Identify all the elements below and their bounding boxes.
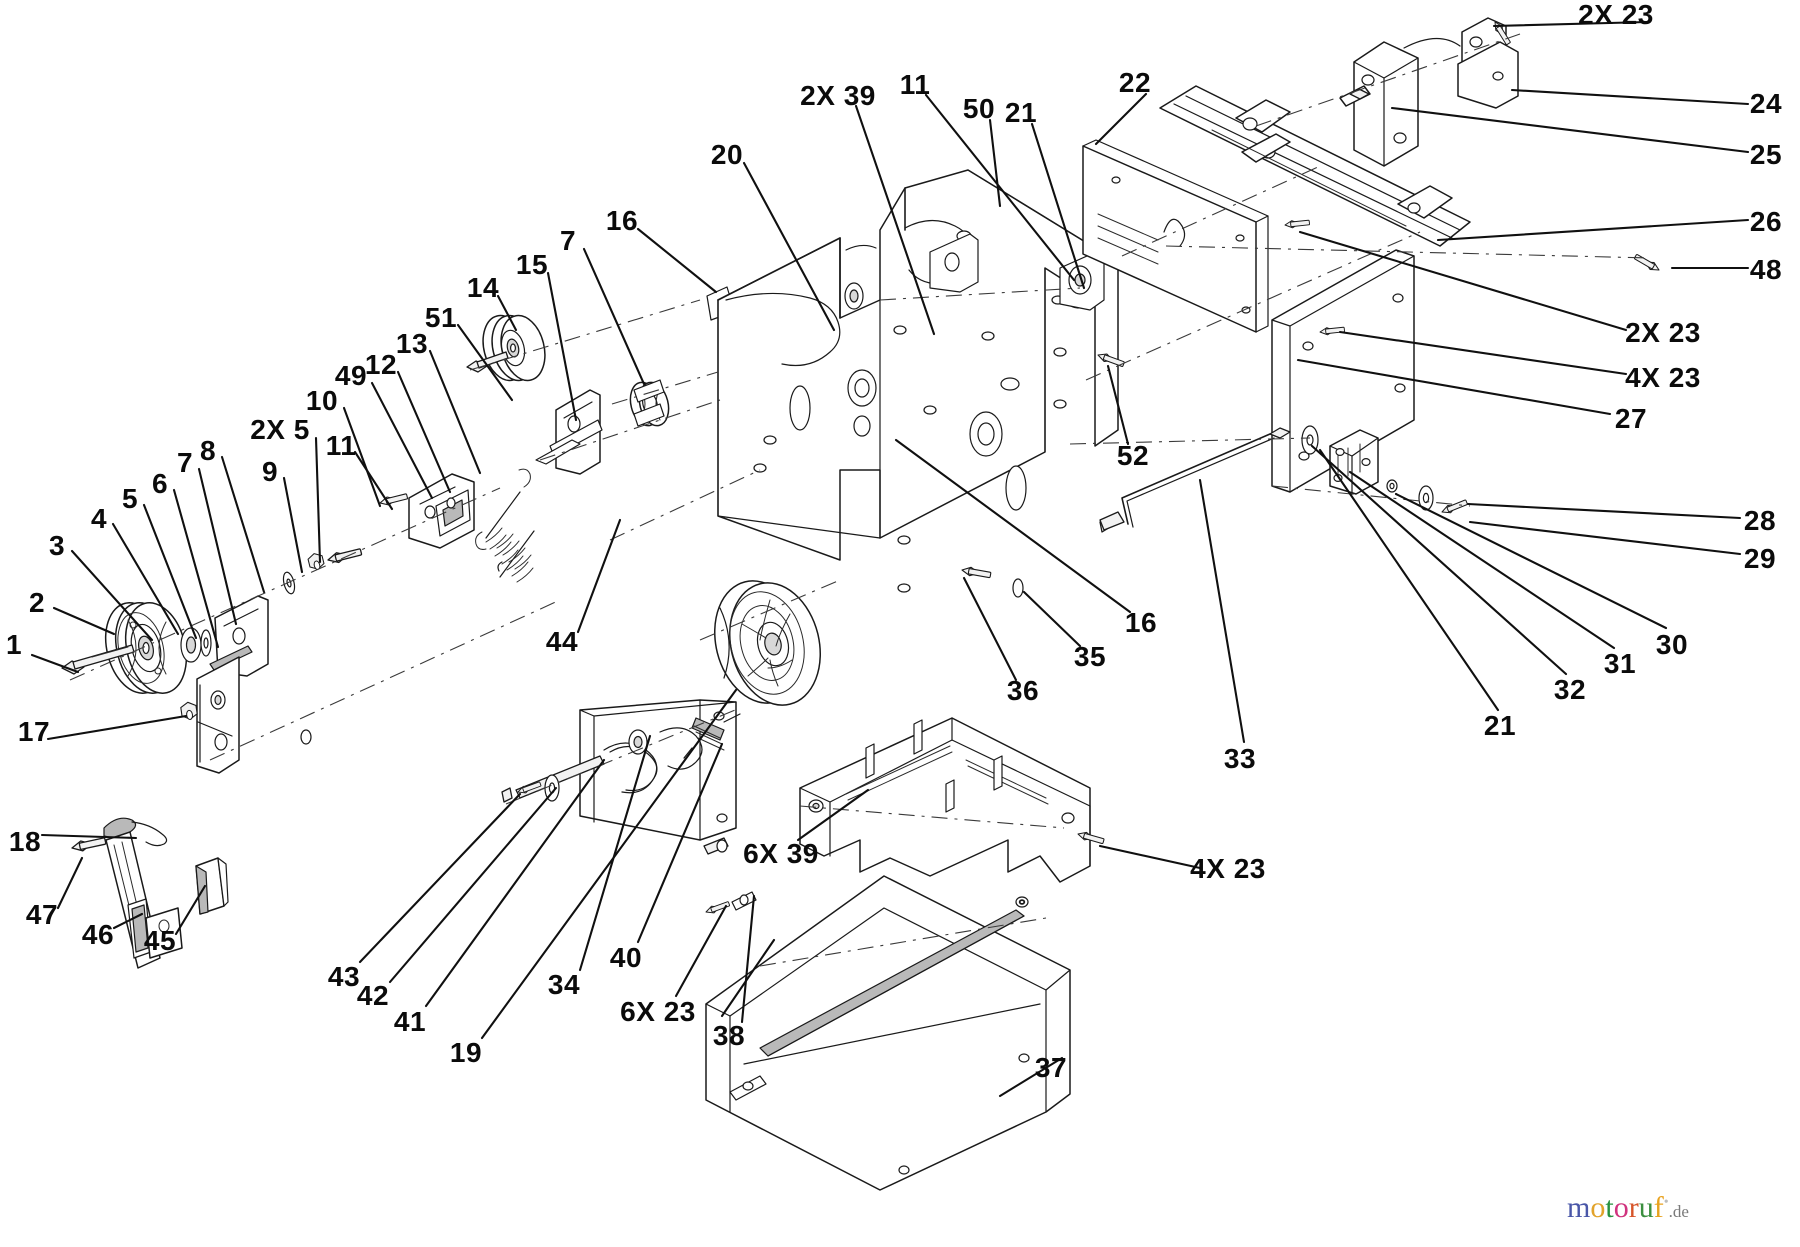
part-tab-bracket: [408, 473, 475, 549]
callout-5: 5: [121, 483, 139, 514]
callout-22: 22: [1118, 67, 1152, 98]
callout-17: 17: [17, 716, 51, 747]
callout-2x-23: 2X 23: [1625, 317, 1701, 348]
callout-21: 21: [1004, 97, 1038, 128]
callout-50: 50: [962, 93, 996, 124]
callout-4x-23: 4X 23: [1625, 362, 1701, 393]
callout-2: 2: [28, 587, 46, 618]
watermark-letter-t: t: [1605, 1191, 1614, 1224]
callout-37: 37: [1034, 1052, 1068, 1083]
part-top-linkage-arm: [1159, 17, 1662, 337]
callout-52: 52: [1116, 440, 1150, 471]
watermark-dot: •: [1663, 1195, 1669, 1210]
part-extension-spring: [475, 468, 535, 583]
callout-20: 20: [710, 139, 744, 170]
callout-28: 28: [1743, 505, 1777, 536]
callout-35: 35: [1073, 641, 1107, 672]
callout-49: 49: [334, 360, 368, 391]
callout-27: 27: [1614, 403, 1648, 434]
callout-45: 45: [143, 925, 177, 956]
part-hardware-group-left: [280, 491, 409, 745]
callout-4: 4: [90, 503, 108, 534]
part-roller-small: [629, 379, 670, 427]
callout-2x-23: 2X 23: [1578, 0, 1654, 30]
callout-30: 30: [1655, 629, 1689, 660]
callout-41: 41: [393, 1006, 427, 1037]
part-deflector-shield: [1082, 139, 1269, 333]
watermark-letter-f: f: [1653, 1191, 1664, 1224]
callout-7: 7: [176, 447, 194, 478]
callout-25: 25: [1749, 139, 1783, 170]
callout-36: 36: [1006, 675, 1040, 706]
callout-24: 24: [1749, 88, 1783, 119]
part-pivot-arm-bracket: [196, 595, 269, 774]
callout-6x-23: 6X 23: [620, 996, 696, 1027]
callout-14: 14: [466, 272, 500, 303]
callout-16: 16: [605, 205, 639, 236]
leader-lines: [30, 20, 1750, 1098]
callout-7: 7: [559, 225, 577, 256]
callout-42: 42: [356, 980, 390, 1011]
callout-51: 51: [424, 302, 458, 333]
callout-26: 26: [1749, 206, 1783, 237]
callout-11: 11: [899, 69, 931, 100]
watermark-letter-u: u: [1638, 1191, 1654, 1224]
callout-34: 34: [547, 969, 581, 1000]
watermark-letter-o2: o: [1613, 1191, 1629, 1224]
callout-31: 31: [1603, 648, 1637, 679]
part-bottom-pan: [705, 875, 1071, 1191]
watermark-tld: .de: [1668, 1202, 1689, 1221]
part-main-drive-pulley: [713, 580, 822, 706]
callout-40: 40: [609, 942, 643, 973]
callout-18: 18: [8, 826, 42, 857]
part-idler-pulley-left: [104, 602, 188, 694]
callout-32: 32: [1553, 674, 1587, 705]
part-hardware-35-36: [960, 565, 1024, 598]
part-main-frame-plate: [717, 169, 1119, 593]
callout-19: 19: [449, 1037, 483, 1068]
callout-29: 29: [1743, 543, 1777, 574]
callout-11: 11: [325, 430, 357, 461]
callout-9: 9: [261, 456, 279, 487]
callout-10: 10: [305, 385, 339, 416]
callout-2x-39: 2X 39: [800, 80, 876, 111]
callout-48: 48: [1749, 254, 1783, 285]
callout-4x-23: 4X 23: [1190, 853, 1266, 884]
callout-1: 1: [5, 629, 23, 660]
callout-3: 3: [48, 530, 66, 561]
watermark-letter-o1: o: [1590, 1191, 1606, 1224]
callout-46: 46: [81, 919, 115, 950]
callout-15: 15: [515, 249, 549, 280]
site-watermark: motoruf•.de: [1567, 1193, 1689, 1223]
callout-38: 38: [712, 1020, 746, 1051]
callout-12: 12: [364, 349, 398, 380]
callout-6: 6: [151, 468, 169, 499]
watermark-letter-m: m: [1567, 1191, 1591, 1224]
part-motor-plate: [799, 717, 1106, 908]
part-idler-pulley-mid: [466, 314, 546, 382]
assembly-axis-lines: [69, 33, 1651, 967]
callout-44: 44: [545, 626, 579, 657]
callout-33: 33: [1223, 743, 1257, 774]
callout-6x-39: 6X 39: [743, 838, 819, 869]
callout-2x-5: 2X 5: [250, 414, 310, 445]
part-rod-linkage: [1099, 425, 1469, 533]
callout-13: 13: [395, 328, 429, 359]
callout-16: 16: [1124, 607, 1158, 638]
callout-47: 47: [25, 899, 59, 930]
callout-21: 21: [1483, 710, 1517, 741]
part-bolt-38: [704, 891, 757, 916]
part-lever-bolt: [179, 700, 233, 737]
callout-43: 43: [327, 961, 361, 992]
callout-8: 8: [199, 435, 217, 466]
part-spacer-washer-group: [180, 627, 212, 663]
part-mount-bracket-mid: [535, 389, 603, 475]
part-control-lever: [70, 817, 229, 969]
watermark-letter-r: r: [1628, 1191, 1639, 1224]
